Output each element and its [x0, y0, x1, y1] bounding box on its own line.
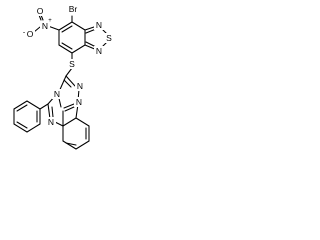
nitro-oxygen-double-label: O	[37, 6, 44, 16]
bromine-label: Br	[69, 4, 78, 14]
thiadiazole-nitrogen-top-label: N	[96, 20, 102, 30]
nitro-oxygen-single-label: O	[27, 29, 34, 39]
triazole-nitrogen-1-label: N	[77, 81, 83, 91]
bond-lines	[13, 14, 108, 150]
atom-labels: Br N + O O - N S N S N N N N	[23, 3, 114, 127]
thiadiazole-nitrogen-bottom-label: N	[96, 46, 102, 56]
nitro-nitrogen-label: N	[42, 21, 48, 31]
thioether-sulfur-label: S	[69, 59, 75, 69]
chemical-structure-diagram: Br N + O O - N S N S N N N N	[13, 3, 114, 150]
quinazoline-nitrogen-label: N	[48, 117, 54, 127]
nitro-oxygen-charge-label: -	[23, 30, 26, 37]
triazole-nitrogen-2-label: N	[76, 97, 82, 107]
nitro-charge-label: +	[48, 18, 52, 24]
ring-fusion-nitrogen-label: N	[54, 89, 60, 99]
thiadiazole-sulfur-label: S	[106, 33, 112, 43]
